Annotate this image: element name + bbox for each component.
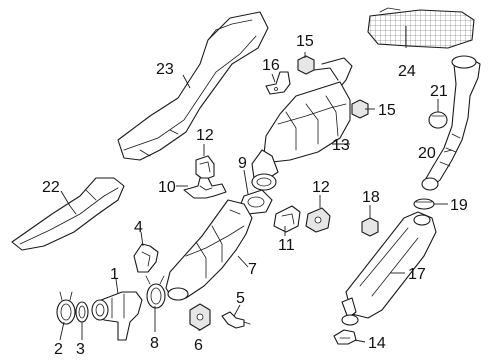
isolator-part-12-lower (305, 207, 331, 233)
heat-shield-lower-part-22 (11, 177, 125, 251)
bracket-part-11 (273, 205, 301, 233)
callout-18: 18 (362, 189, 380, 206)
callout-1: 1 (110, 266, 119, 283)
nut-part-15-right (351, 99, 369, 119)
callout-24: 24 (398, 63, 416, 80)
callout-22: 22 (42, 179, 60, 196)
heat-shield-part-24 (367, 7, 475, 49)
callout-2: 2 (54, 341, 63, 358)
gasket-part-3 (75, 301, 89, 323)
leader-lines (59, 26, 453, 343)
heat-shield-upper-part-23 (117, 11, 269, 161)
clamp-part-2 (56, 291, 76, 325)
clamp-part-8 (145, 275, 166, 309)
clamp-part-14 (333, 329, 357, 345)
clamp-part-19 (413, 198, 435, 210)
tailpipe-part-20 (421, 55, 481, 191)
callout-20: 20 (418, 145, 436, 162)
catalytic-converter-part-13 (251, 57, 353, 191)
converter-part-7 (165, 199, 253, 301)
hanger-part-4 (133, 243, 159, 273)
callout-19: 19 (450, 197, 468, 214)
nut-part-15-top (297, 55, 315, 75)
callout-21: 21 (430, 83, 448, 100)
isolator-part-12-upper (195, 155, 215, 181)
callout-15-right: 15 (378, 102, 396, 119)
callout-labels: 23 24 22 15 16 15 13 12 10 9 12 11 4 7 1… (42, 33, 468, 358)
callout-8: 8 (150, 335, 159, 352)
callout-11: 11 (278, 237, 295, 254)
isolator-part-6 (189, 303, 211, 331)
callout-9: 9 (238, 155, 247, 172)
callout-14: 14 (368, 335, 386, 352)
isolator-part-18 (361, 217, 379, 237)
callout-5: 5 (236, 290, 245, 307)
bracket-part-10 (183, 177, 227, 199)
callout-12-lower: 12 (312, 179, 330, 196)
callout-6: 6 (194, 337, 203, 354)
callout-23: 23 (156, 61, 174, 78)
callout-7: 7 (248, 261, 257, 278)
callout-15-top: 15 (296, 33, 314, 50)
callout-13: 13 (332, 137, 350, 154)
bracket-part-16 (265, 71, 291, 95)
sensor-part-5 (221, 311, 251, 329)
callout-16: 16 (262, 57, 280, 74)
muffler-part-17 (341, 211, 437, 326)
isolator-part-21 (428, 111, 448, 129)
callout-10: 10 (158, 179, 176, 196)
pipe-part-1 (91, 291, 143, 341)
callout-3: 3 (76, 341, 85, 358)
callout-4: 4 (134, 219, 143, 236)
callout-17: 17 (408, 266, 426, 283)
callout-12-upper: 12 (196, 127, 214, 144)
